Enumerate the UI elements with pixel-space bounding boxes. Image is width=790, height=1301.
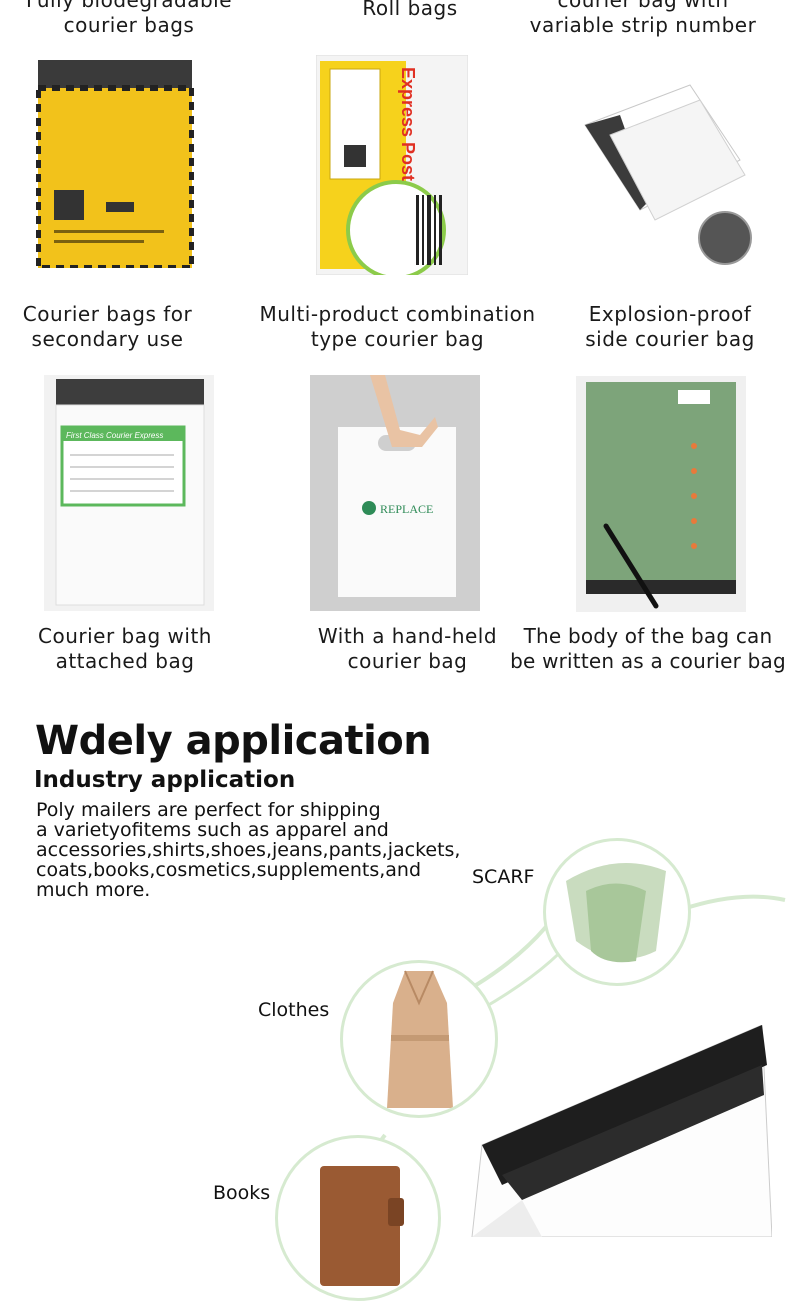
express-post-bag-image: Express Post [316, 55, 468, 275]
caption-explosion-proof: Explosion-proof side courier bag [585, 302, 755, 351]
section-subtitle: Industry application [34, 767, 296, 793]
explosion-proof-bag-image [584, 84, 752, 265]
label-clothes: Clothes [258, 999, 330, 1021]
application-description: Poly mailers are perfect for shipping a … [36, 799, 461, 901]
caption-biodegradable: Fully biodegradable courier bags [25, 0, 233, 37]
replace-brand-text: REPLACE [380, 502, 433, 516]
caption-writable-bag: The body of the bag can be written as a … [510, 624, 786, 673]
caption-variable-strip: courier bag with variable strip number [529, 0, 757, 37]
caption-hand-held: With a hand-held courier bag [317, 624, 498, 673]
stacked-mailers-image [471, 1025, 772, 1237]
express-post-text: Express Post [398, 67, 418, 181]
attached-bag-header-text: First Class Courier Express [66, 431, 163, 440]
caption-roll-bags: Roll bags [362, 0, 458, 20]
attached-bag-image: First Class Courier Express [44, 375, 214, 611]
clothes-circle [340, 960, 498, 1118]
label-books: Books [213, 1182, 271, 1204]
writable-bag-image [576, 376, 746, 612]
yellow-courier-bag-image [36, 60, 194, 268]
coat-image [387, 970, 453, 1108]
label-scarf: SCARF [472, 866, 535, 888]
leather-notebook-image [320, 1166, 404, 1286]
books-circle [275, 1135, 441, 1301]
caption-secondary-use: Courier bags for secondary use [22, 302, 193, 351]
caption-attached-bag: Courier bag with attached bag [38, 624, 212, 673]
caption-multi-product: Multi-product combination type courier b… [259, 302, 536, 351]
hand-held-bag-image: REPLACE [310, 375, 480, 611]
section-title: Wdely application [35, 718, 432, 764]
scarf-image [566, 863, 666, 963]
scarf-circle [543, 838, 691, 986]
